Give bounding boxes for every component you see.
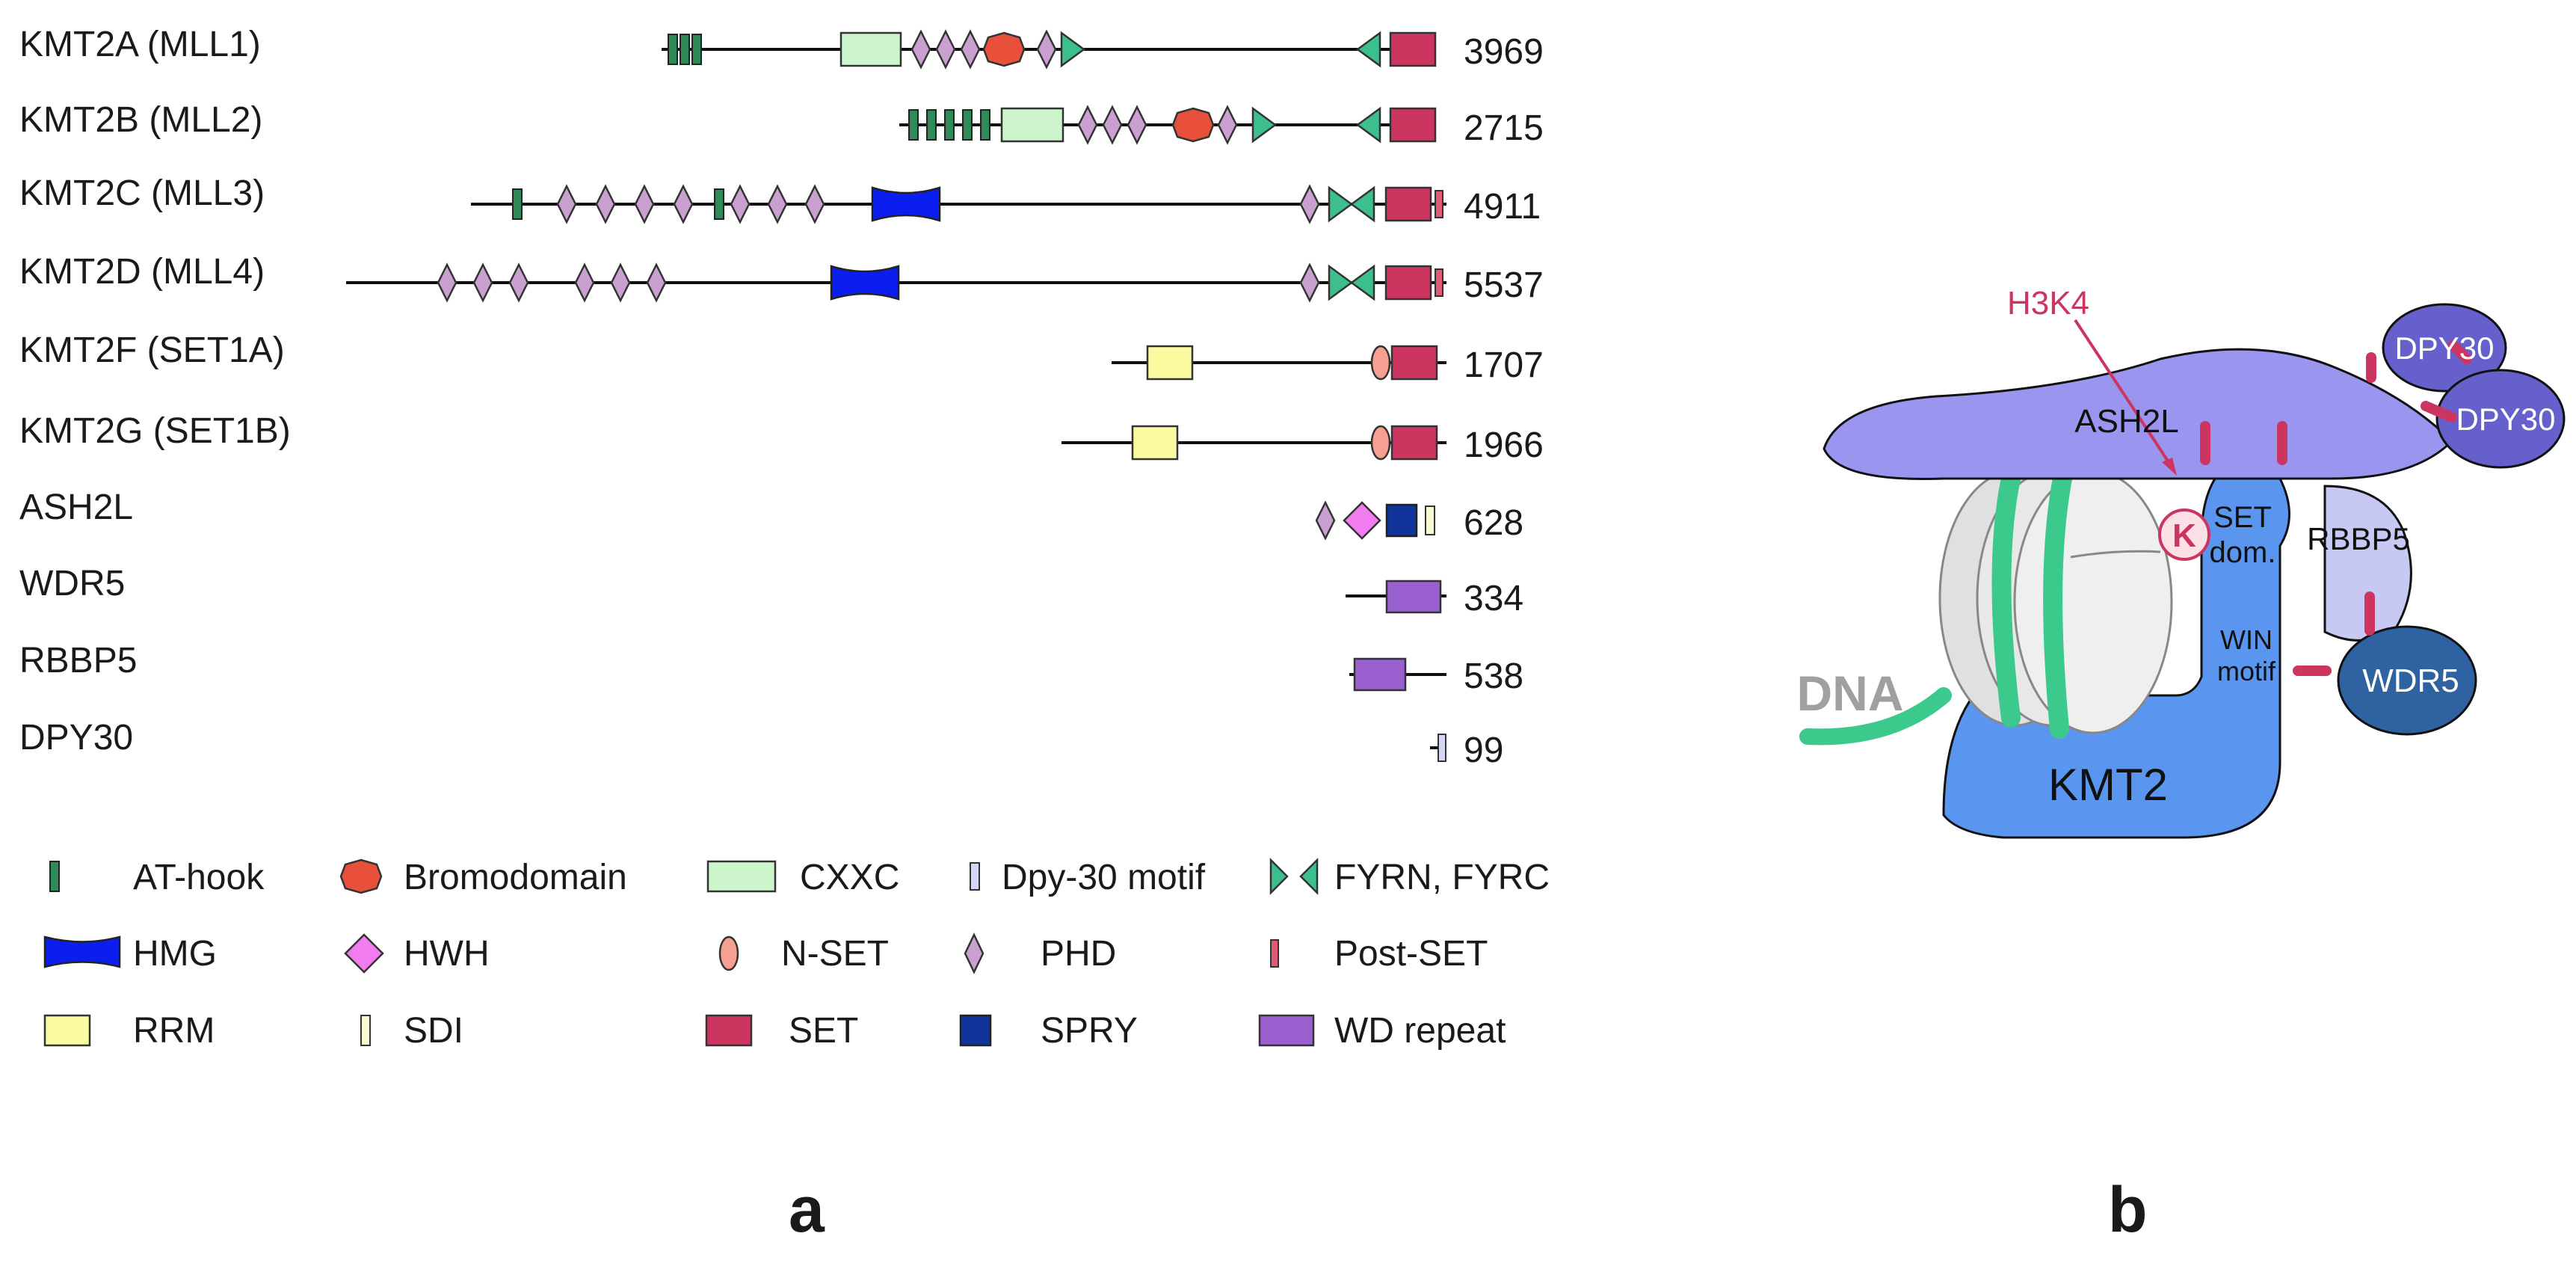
dpy30-motif-icon [970, 862, 980, 891]
kmt2-complex-schematic: H3K4 K ASH2L DPY30 DPY30 SET dom. RBBP5 … [1797, 285, 2566, 839]
legend-label-hmg: HMG [133, 934, 217, 974]
nucleosome [1938, 465, 2173, 739]
kmt2b-diagram [899, 105, 1437, 144]
kmt2c-diagram [471, 185, 1446, 224]
wdr5-diagram [1346, 580, 1446, 614]
protein-label-wdr5: WDR5 [19, 564, 126, 603]
legend-label-set: SET [789, 1011, 859, 1051]
rbbp5-diagram [1349, 657, 1446, 692]
ash2l-label: ASH2L [2074, 403, 2178, 440]
legend-label-cxxc: CXXC [800, 858, 900, 897]
legend-label-fyr: FYRN, FYRC [1334, 858, 1550, 897]
hwh-icon [344, 933, 384, 974]
protein-length-rbbp5: 538 [1464, 657, 1524, 696]
bromodomain-icon [339, 858, 383, 894]
win-motif-label-2: motif [2217, 656, 2276, 686]
sdi-icon [360, 1015, 371, 1046]
dna-strand [1799, 687, 1952, 746]
h3k4-arrow [2074, 319, 2173, 468]
protein-label-rbbp5: RBBP5 [19, 641, 138, 680]
protein-length-kmt2b: 2715 [1464, 108, 1544, 148]
protein-label-kmt2d: KMT2D (MLL4) [19, 252, 265, 292]
dpy30-right-shape [2435, 369, 2566, 469]
protein-length-ash2l: 628 [1464, 503, 1524, 543]
kmt2g-diagram [1061, 425, 1446, 461]
hmg-icon [43, 935, 121, 968]
protein-length-wdr5: 334 [1464, 579, 1524, 618]
contact-marks [2200, 340, 2472, 676]
dpy30-diagram [1430, 734, 1446, 762]
dpy30-top-label: DPY30 [2394, 331, 2494, 366]
domain-diagrams [346, 30, 1446, 762]
legend-label-spry: SPRY [1041, 1011, 1138, 1051]
dpy30-top-shape [2382, 303, 2507, 393]
kmt2-label: KMT2 [2048, 760, 2168, 810]
cxxc-icon [706, 860, 777, 893]
fyr-icon [1269, 857, 1319, 896]
protein-label-kmt2g: KMT2G (SET1B) [19, 411, 291, 451]
legend-label-wd-repeat: WD repeat [1334, 1011, 1506, 1051]
kmt2a-diagram [662, 30, 1437, 69]
phd-icon [964, 932, 985, 974]
legend-label-at-hook: AT-hook [133, 858, 265, 897]
rbbp5-shape [2323, 485, 2412, 642]
protein-label-kmt2a: KMT2A (MLL1) [19, 25, 261, 64]
legend-label-rrm: RRM [133, 1011, 215, 1051]
postset-icon [1270, 939, 1279, 968]
set-icon [705, 1014, 753, 1047]
at-hook-icon [49, 861, 60, 892]
lysine-circle [2158, 508, 2210, 561]
kmt2f-diagram [1112, 345, 1446, 381]
legend-label-hwh: HWH [404, 934, 490, 974]
set-domain-label-2: dom. [2210, 536, 2276, 569]
lysine-label: K [2172, 517, 2196, 554]
protein-label-dpy30: DPY30 [19, 718, 134, 758]
protein-length-kmt2f: 1707 [1464, 345, 1544, 385]
legend-label-sdi: SDI [404, 1011, 464, 1051]
panel-label-a: a [789, 1174, 825, 1246]
protein-label-kmt2c: KMT2C (MLL3) [19, 173, 265, 213]
kmt2d-diagram [346, 263, 1446, 302]
rrm-icon [43, 1014, 91, 1047]
wd-repeat-icon [1258, 1014, 1315, 1047]
protein-length-kmt2a: 3969 [1464, 32, 1544, 72]
protein-length-kmt2c: 4911 [1464, 187, 1541, 227]
legend-label-bromodomain: Bromodomain [404, 858, 627, 897]
protein-length-kmt2d: 5537 [1464, 265, 1544, 305]
win-motif-label-1: WIN [2220, 624, 2273, 655]
protein-label-kmt2b: KMT2B (MLL2) [19, 100, 263, 140]
rbbp5-label: RBBP5 [2307, 521, 2410, 556]
protein-length-dpy30: 99 [1464, 731, 1504, 770]
panel-label-b: b [2108, 1174, 2148, 1246]
protein-label-ash2l: ASH2L [19, 488, 134, 527]
wdr5-shape [2337, 625, 2477, 736]
dpy30-right-label: DPY30 [2456, 402, 2555, 437]
legend-label-dpy30-motif: Dpy-30 motif [1002, 858, 1206, 897]
nset-icon [718, 935, 739, 971]
ash2l-diagram [1315, 501, 1435, 540]
h3k4-arrowhead [2162, 458, 2177, 476]
legend-label-nset: N-SET [781, 934, 889, 974]
set-domain-label-1: SET [2213, 501, 2272, 534]
h3k4-label: H3K4 [2007, 285, 2089, 322]
legend-icons [43, 857, 1319, 1047]
protein-label-kmt2f: KMT2F (SET1A) [19, 331, 285, 370]
dna-label: DNA [1797, 666, 1904, 721]
legend-label-phd: PHD [1041, 934, 1117, 974]
wdr5-label: WDR5 [2362, 663, 2459, 699]
legend-label-postset: Post-SET [1334, 934, 1488, 974]
protein-length-kmt2g: 1966 [1464, 425, 1544, 465]
spry-icon [959, 1014, 992, 1047]
